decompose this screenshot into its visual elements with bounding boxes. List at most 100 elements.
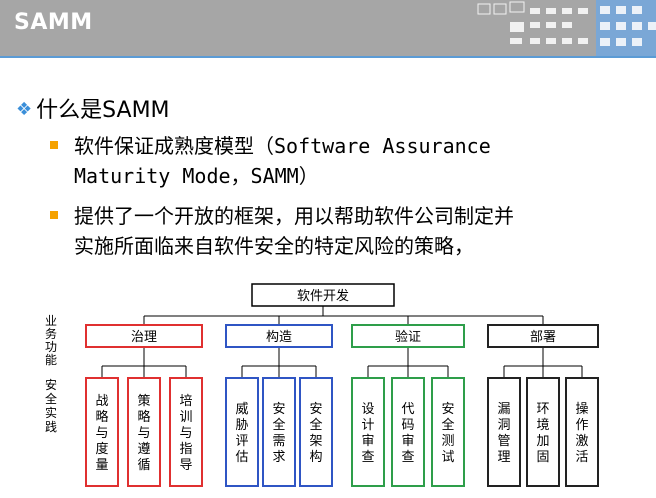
function-box: [487, 324, 599, 348]
svg-text:查: 查: [401, 450, 414, 465]
svg-text:审: 审: [401, 434, 414, 449]
svg-text:安: 安: [45, 377, 57, 392]
svg-text:遵: 遵: [137, 441, 150, 457]
function-box: [225, 324, 333, 348]
svg-text:战: 战: [95, 394, 108, 409]
svg-text:导: 导: [179, 458, 192, 473]
svg-text:查: 查: [361, 450, 374, 465]
svg-text:试: 试: [441, 450, 454, 465]
practice-box: [526, 377, 560, 487]
svg-text:求: 求: [272, 450, 285, 465]
svg-text:全: 全: [441, 417, 454, 433]
sub-point-2-line-1: 提供了一个开放的框架，用以帮助软件公司制定并: [74, 204, 514, 228]
function-box: [351, 324, 465, 348]
function-box: [85, 324, 203, 348]
svg-text:略: 略: [137, 409, 150, 425]
svg-text:培: 培: [179, 393, 192, 409]
practice-box: [169, 377, 203, 487]
sub-point-2: 提供了一个开放的框架，用以帮助软件公司制定并 实施所面临来自软件安全的特定风险的…: [50, 201, 514, 261]
root-label: 软件开发: [297, 288, 349, 304]
svg-text:务: 务: [45, 326, 57, 341]
svg-text:与: 与: [179, 426, 192, 441]
svg-text:功: 功: [45, 340, 57, 354]
svg-text:实: 实: [45, 405, 57, 420]
svg-text:胁: 胁: [235, 418, 248, 433]
svg-text:策: 策: [137, 393, 150, 409]
svg-text:计: 计: [361, 418, 374, 433]
svg-text:能: 能: [45, 353, 57, 367]
svg-text:固: 固: [536, 450, 549, 465]
svg-text:践: 践: [45, 420, 57, 434]
practice-box: [351, 377, 385, 487]
svg-text:指: 指: [179, 442, 192, 457]
practice-box: [431, 377, 465, 487]
sub-point-1-line-2: Maturity Mode，SAMM）: [74, 164, 319, 188]
practice-box: [487, 377, 521, 487]
main-bullet: ❖什么是SAMM: [16, 92, 170, 124]
svg-text:测: 测: [441, 434, 454, 449]
svg-text:作: 作: [575, 418, 588, 433]
practice-box: [262, 377, 296, 487]
practice-box: [565, 377, 599, 487]
svg-text:架: 架: [309, 434, 322, 449]
svg-text:漏: 漏: [497, 401, 510, 417]
svg-text:审: 审: [361, 434, 374, 449]
diamond-bullet-icon: ❖: [16, 99, 33, 120]
sub-point-1-line-1: 软件保证成熟度模型（Software Assurance: [74, 134, 491, 158]
svg-text:业: 业: [45, 314, 57, 328]
slide-title: SAMM: [14, 10, 93, 35]
svg-text:设: 设: [361, 402, 374, 417]
practice-box: [391, 377, 425, 487]
svg-text:构: 构: [309, 450, 322, 465]
practice-box: [299, 377, 333, 487]
svg-text:代: 代: [401, 402, 414, 417]
svg-text:洞: 洞: [497, 418, 510, 433]
svg-text:境: 境: [536, 418, 549, 433]
svg-text:训: 训: [179, 410, 192, 425]
svg-text:评: 评: [235, 434, 248, 449]
practice-box: [127, 377, 161, 487]
practice-box: [225, 377, 259, 487]
svg-text:激: 激: [575, 434, 588, 449]
sub-point-2-line-2: 实施所面临来自软件安全的特定风险的策略，: [74, 234, 474, 258]
practice-box: [85, 377, 119, 487]
svg-text:与: 与: [95, 426, 108, 441]
svg-text:量: 量: [95, 458, 108, 473]
main-heading: 什么是SAMM: [36, 98, 170, 123]
sub-point-1: 软件保证成熟度模型（Software Assurance Maturity Mo…: [50, 131, 491, 191]
svg-text:环: 环: [536, 402, 549, 417]
svg-text:估: 估: [235, 450, 248, 465]
function-label: 部署: [530, 330, 556, 345]
samm-structure-diagram: 业务功能安全实践 软件开发 治理构造验证部署 战略与度量策略与遵循培训与指导威胁…: [45, 283, 599, 487]
header-divider: [0, 56, 656, 58]
svg-text:安: 安: [272, 402, 285, 417]
svg-text:码: 码: [401, 418, 414, 433]
svg-text:略: 略: [95, 409, 108, 425]
svg-text:操: 操: [575, 401, 588, 417]
function-label: 治理: [131, 330, 157, 345]
header-decoration-graphic: [477, 0, 656, 56]
square-bullet-icon: [50, 211, 58, 219]
svg-text:全: 全: [45, 391, 57, 406]
svg-text:需: 需: [272, 434, 285, 449]
function-label: 验证: [395, 329, 421, 345]
square-bullet-icon: [50, 141, 58, 149]
svg-text:活: 活: [575, 450, 588, 465]
svg-text:安: 安: [441, 402, 454, 417]
function-label: 构造: [266, 330, 292, 345]
svg-text:全: 全: [309, 417, 322, 433]
